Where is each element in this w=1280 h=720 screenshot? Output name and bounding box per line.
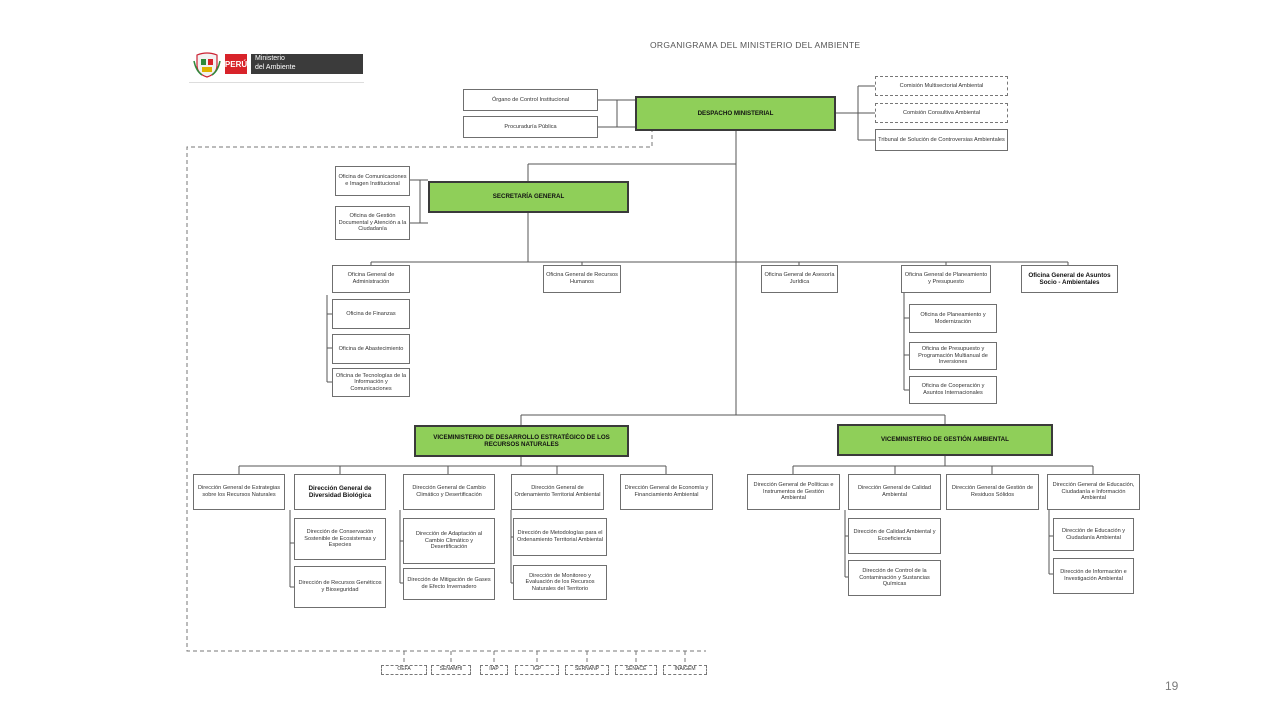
viceministerio-recursos-naturales-box: VICEMINISTERIO DE DESARROLLO ESTRATÉGICO… — [414, 425, 629, 457]
adscrito-box: IGP — [515, 665, 559, 675]
secretaria-general-box: SECRETARÍA GENERAL — [428, 181, 629, 213]
residuos-solidos-box: Dirección General de Gestión de Residuos… — [946, 474, 1039, 510]
logo-line2: del Ambiente — [255, 64, 296, 71]
adscrito-box: SENACE — [615, 665, 657, 675]
dashed-connectors — [186, 128, 706, 665]
adaptacion-box: Dirección de Adaptación al Cambio Climát… — [403, 518, 495, 564]
administracion-box: Oficina General de Administración — [332, 265, 410, 293]
recursos-geneticos-box: Dirección de Recursos Genéticos y Bioseg… — [294, 566, 386, 608]
informacion-investigacion-box: Dirección de Información e Investigación… — [1053, 558, 1134, 594]
educacion-ciudadania-box: Dirección de Educación y Ciudadanía Ambi… — [1053, 518, 1134, 551]
asuntos-socio-ambientales-box: Oficina General de Asuntos Socio - Ambie… — [1021, 265, 1118, 293]
presupuesto-inversiones-box: Oficina de Presupuesto y Programación Mu… — [909, 342, 997, 370]
comunicaciones-box: Oficina de Comunicaciones e Imagen Insti… — [335, 166, 410, 196]
abastecimiento-box: Oficina de Abastecimiento — [332, 334, 410, 364]
ordenamiento-territorial-box: Dirección General de Ordenamiento Territ… — [511, 474, 604, 510]
viceministerio-gestion-ambiental-box: VICEMINISTERIO DE GESTIÓN AMBIENTAL — [837, 424, 1053, 456]
tribunal-box: Tribunal de Solución de Controversias Am… — [875, 129, 1008, 151]
logo-ministry-name: Ministerio del Ambiente — [251, 54, 363, 74]
calidad-ambiental-box: Dirección General de Calidad Ambiental — [848, 474, 941, 510]
cambio-climatico-box: Dirección General de Cambio Climático y … — [403, 474, 495, 510]
planeamiento-modernizacion-box: Oficina de Planeamiento y Modernización — [909, 304, 997, 333]
adscrito-box: INAIGEM — [663, 665, 707, 675]
recursos-humanos-box: Oficina General de Recursos Humanos — [543, 265, 621, 293]
adscrito-box: SENAMHI — [431, 665, 471, 675]
metodologias-box: Dirección de Metodologías para el Ordena… — [513, 518, 607, 556]
logo-country: PERÚ — [225, 54, 247, 74]
estrategias-box: Dirección General de Estrategias sobre l… — [193, 474, 285, 510]
economia-box: Dirección General de Economía y Financia… — [620, 474, 713, 510]
comision-multisectorial-box: Comisión Multisectorial Ambiental — [875, 76, 1008, 96]
calidad-ecoeficiencia-box: Dirección de Calidad Ambiental y Ecoefic… — [848, 518, 941, 554]
mitigacion-box: Dirección de Mitigación de Gases de Efec… — [403, 568, 495, 600]
gestion-documental-box: Oficina de Gestión Documental y Atención… — [335, 206, 410, 240]
contaminacion-box: Dirección de Control de la Contaminación… — [848, 560, 941, 596]
finanzas-box: Oficina de Finanzas — [332, 299, 410, 329]
diversidad-biologica-box: Dirección General de Diversidad Biológic… — [294, 474, 386, 510]
tecnologias-box: Oficina de Tecnologías de la Información… — [332, 368, 410, 397]
educacion-box: Dirección General de Educación, Ciudadan… — [1047, 474, 1140, 510]
ministry-logo: PERÚ Ministerio del Ambiente — [189, 48, 364, 83]
planeamiento-presupuesto-box: Oficina General de Planeamiento y Presup… — [901, 265, 991, 293]
chart-title-fragment: ORGANIGRAMA DEL MINISTERIO DEL AMBIENTE — [650, 40, 861, 50]
adscrito-box: SERNANP — [565, 665, 609, 675]
coat-of-arms-icon — [193, 52, 221, 78]
logo-line1: Ministerio — [255, 55, 285, 62]
adscrito-box: IIAP — [480, 665, 508, 675]
procuraduria-box: Procuraduría Pública — [463, 116, 598, 138]
politicas-box: Dirección General de Políticas e Instrum… — [747, 474, 840, 510]
despacho-ministerial-box: DESPACHO MINISTERIAL — [635, 96, 836, 131]
comision-consultiva-box: Comisión Consultiva Ambiental — [875, 103, 1008, 123]
asesoria-juridica-box: Oficina General de Asesoría Jurídica — [761, 265, 838, 293]
organo-control-box: Órgano de Control Institucional — [463, 89, 598, 111]
conservacion-box: Dirección de Conservación Sostenible de … — [294, 518, 386, 560]
cooperacion-box: Oficina de Cooperación y Asuntos Interna… — [909, 376, 997, 404]
solid-connectors — [238, 85, 1094, 588]
page-number: 19 — [1165, 679, 1179, 693]
adscrito-box: OEFA — [381, 665, 427, 675]
monitoreo-box: Dirección de Monitoreo y Evaluación de l… — [513, 565, 607, 600]
